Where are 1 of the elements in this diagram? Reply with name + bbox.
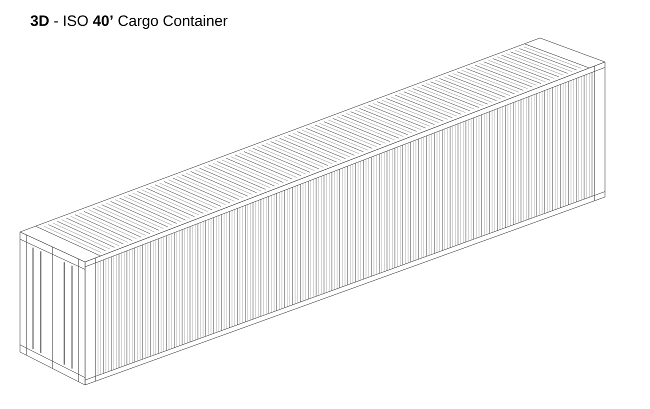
title: 3D - ISO 40’ Cargo Container: [30, 15, 228, 29]
